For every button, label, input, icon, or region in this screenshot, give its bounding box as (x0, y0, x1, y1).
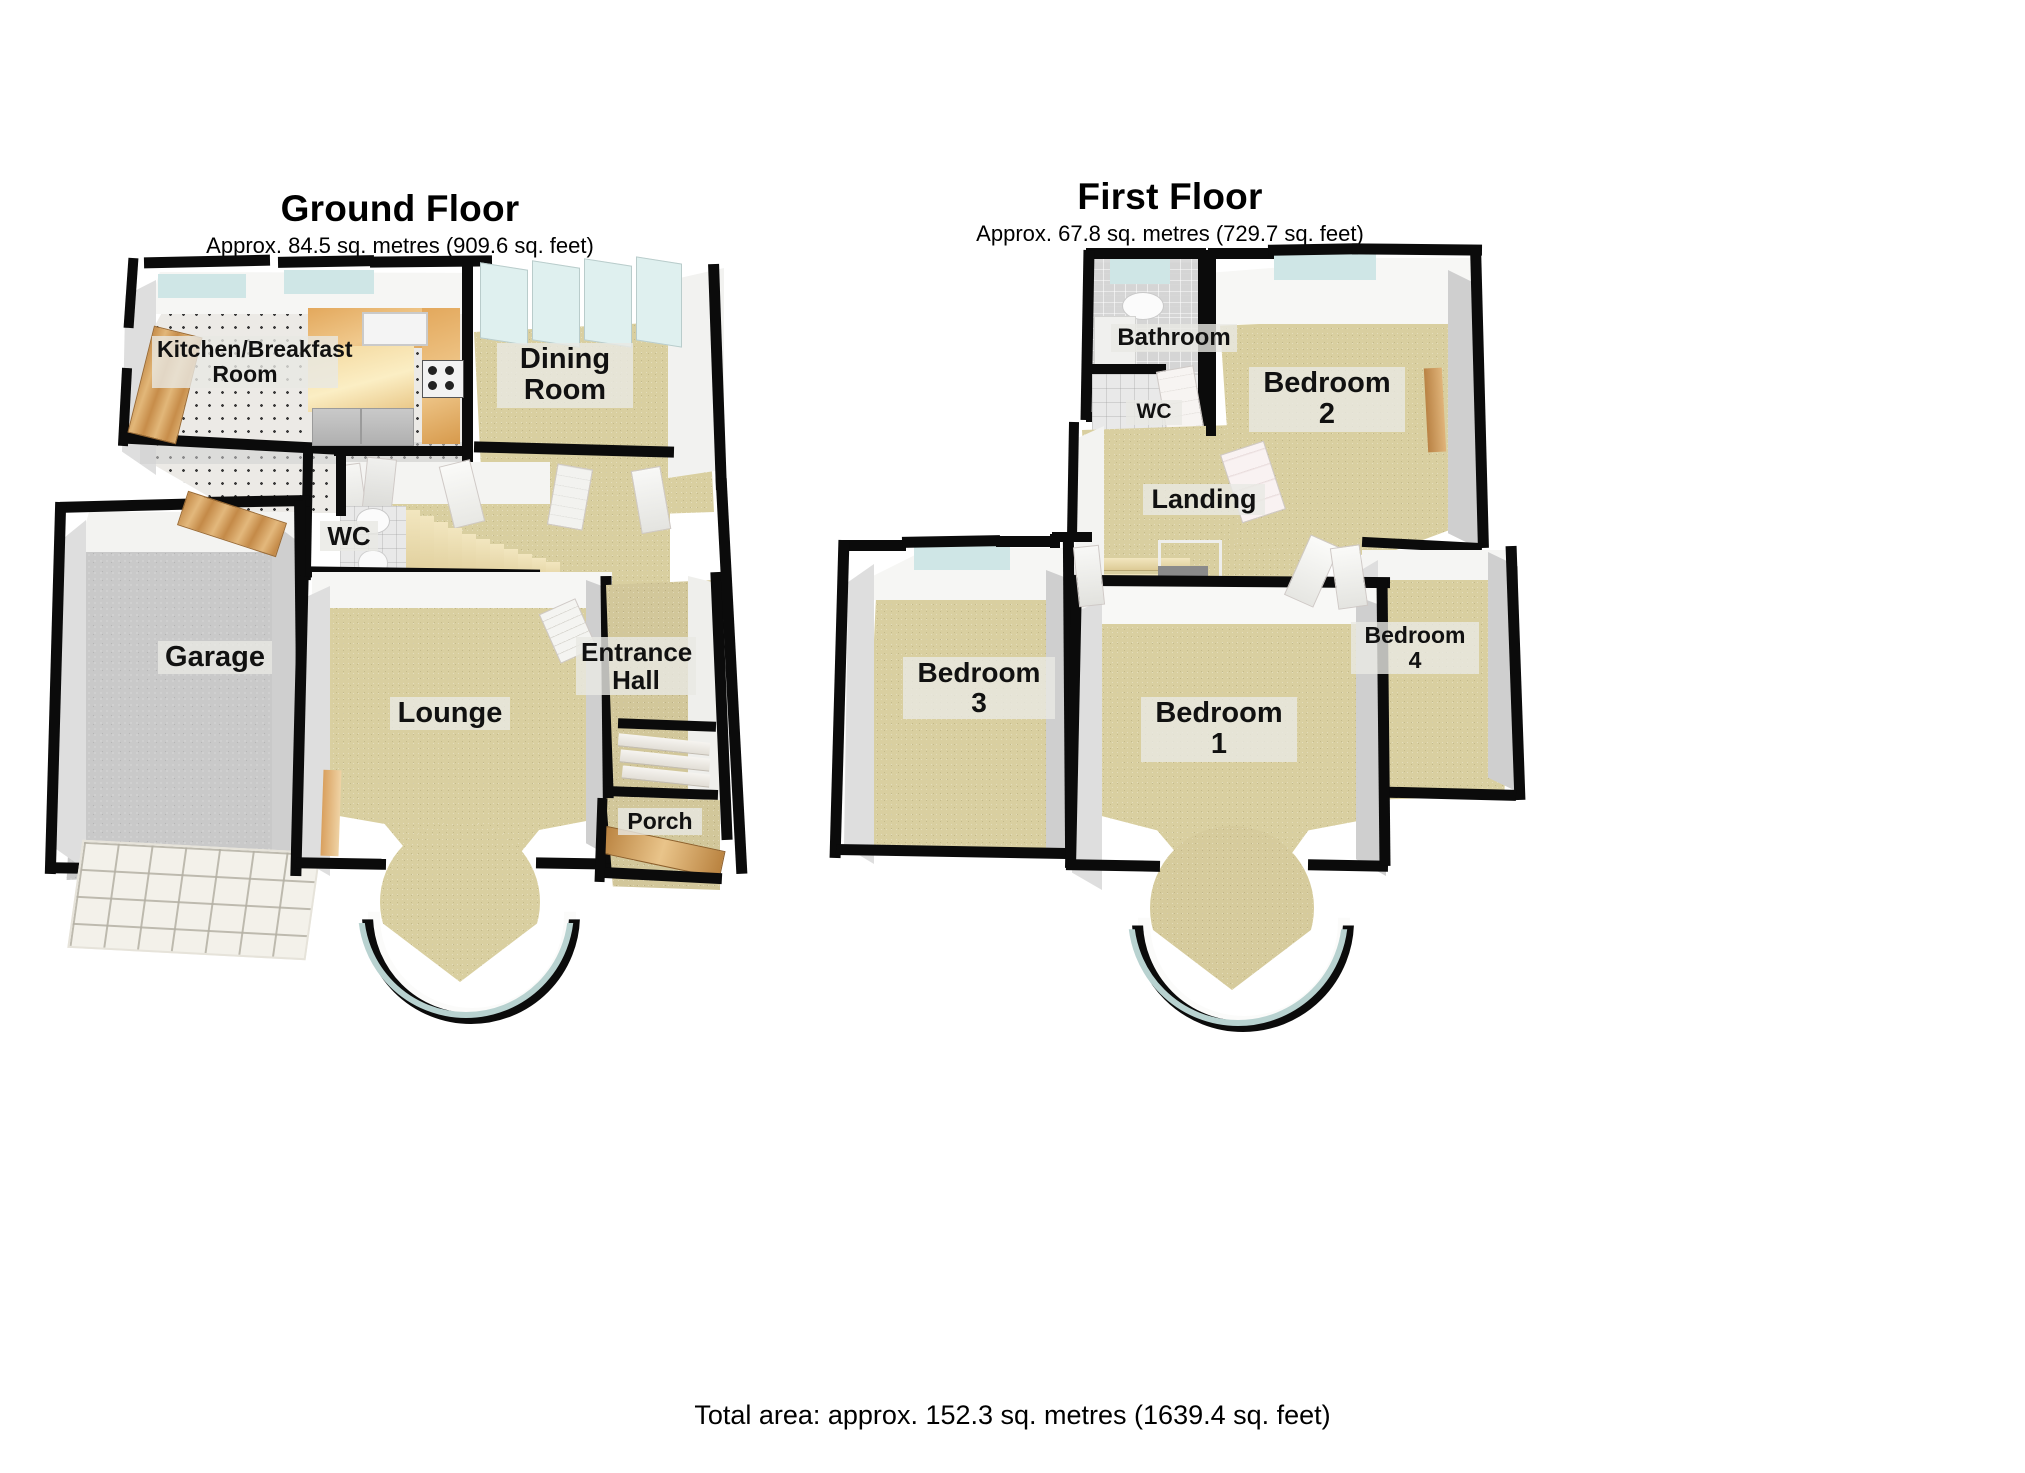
wall-hall-top (334, 446, 468, 456)
wall-bathroom-south (1086, 364, 1166, 374)
label-dining-room: Dining Room (497, 343, 633, 408)
label-entrance-hall: Entrance Hall (576, 637, 696, 696)
wall-bedroom-3-north-right (901, 535, 1001, 548)
label-kitchen-breakfast-room: Kitchen/Breakfast Room (152, 336, 353, 388)
lounge-radiator (320, 769, 342, 857)
ground-floor-heading: Ground Floor Approx. 84.5 sq. metres (90… (100, 188, 700, 258)
wall-lounge-south-left (295, 857, 387, 870)
wall-bedroom-2-north-3 (1351, 243, 1483, 256)
label-wc-ground: WC (320, 521, 378, 552)
entrance-hall-steps (618, 732, 714, 790)
wall-bedroom-2-north (1208, 248, 1274, 259)
ground-floor-plan (40, 250, 780, 1170)
label-bathroom: Bathroom (1111, 324, 1237, 352)
dining-window-2 (532, 260, 580, 348)
bedroom-1-wall-north (1084, 586, 1380, 624)
bedroom-2-window (1274, 254, 1376, 280)
wall-kitchen-north-2 (277, 255, 375, 268)
wall-bedroom-3-north-left (840, 540, 906, 551)
wall-landing-west-upper (1066, 421, 1080, 539)
kitchen-window-right (284, 270, 374, 294)
label-garage: Garage (158, 641, 272, 675)
lounge-wall-north (312, 572, 612, 608)
bedroom-4-wall-north (1362, 550, 1512, 580)
wall-kitchen-north (143, 254, 271, 269)
kitchen-window-left (158, 274, 246, 298)
bathroom-window (1110, 258, 1170, 284)
kitchen-island-units (312, 408, 414, 446)
kitchen-hob (422, 360, 464, 398)
label-wc-first: WC (1126, 400, 1182, 425)
bathroom-basin (1122, 292, 1164, 320)
label-porch: Porch (618, 808, 702, 835)
label-bedroom-4: Bedroom 4 (1351, 622, 1479, 674)
dining-window-4 (636, 256, 682, 348)
driveway-paving (67, 839, 321, 961)
dining-window-3 (584, 258, 632, 348)
total-area-text: Total area: approx. 152.3 sq. metres (16… (694, 1400, 1331, 1430)
bedroom-4-floor (1370, 570, 1510, 800)
kitchen-sink (362, 312, 428, 346)
first-floor-heading: First Floor Approx. 67.8 sq. metres (729… (870, 176, 1470, 246)
label-bedroom-1: Bedroom 1 (1141, 697, 1297, 762)
label-bedroom-2: Bedroom 2 (1249, 367, 1405, 432)
wall-bedroom-3-north-3 (996, 536, 1060, 547)
wall-bedroom-1-south-left (1065, 859, 1161, 872)
garage-floor (66, 540, 292, 880)
dining-window-1 (480, 262, 528, 346)
ground-floor-title: Ground Floor (280, 188, 520, 229)
bedroom-3-wall-west (844, 564, 874, 864)
label-lounge: Lounge (390, 697, 510, 731)
wall-bedroom-1-south-right (1307, 859, 1389, 872)
first-floor-area: Approx. 67.8 sq. metres (729.7 sq. feet) (976, 220, 1364, 246)
wall-kitchen-east (462, 260, 473, 472)
wall-bathroom-north (1086, 248, 1206, 259)
kitchen-island-unit-divider (360, 408, 362, 444)
ground-floor-area: Approx. 84.5 sq. metres (909.6 sq. feet) (206, 232, 594, 258)
wall-hall-divider (336, 450, 346, 516)
wall-bedroom-2-north-2 (1267, 243, 1359, 256)
bedroom-3-floor (864, 592, 1064, 857)
first-floor-title: First Floor (1077, 176, 1263, 217)
wall-kitchen-northeast (369, 255, 493, 268)
label-landing: Landing (1143, 484, 1265, 516)
first-floor-plan (810, 240, 1600, 1170)
wall-landing-west-step (1052, 532, 1092, 542)
bedroom-3-window (914, 546, 1010, 570)
label-bedroom-3: Bedroom 3 (903, 657, 1055, 720)
